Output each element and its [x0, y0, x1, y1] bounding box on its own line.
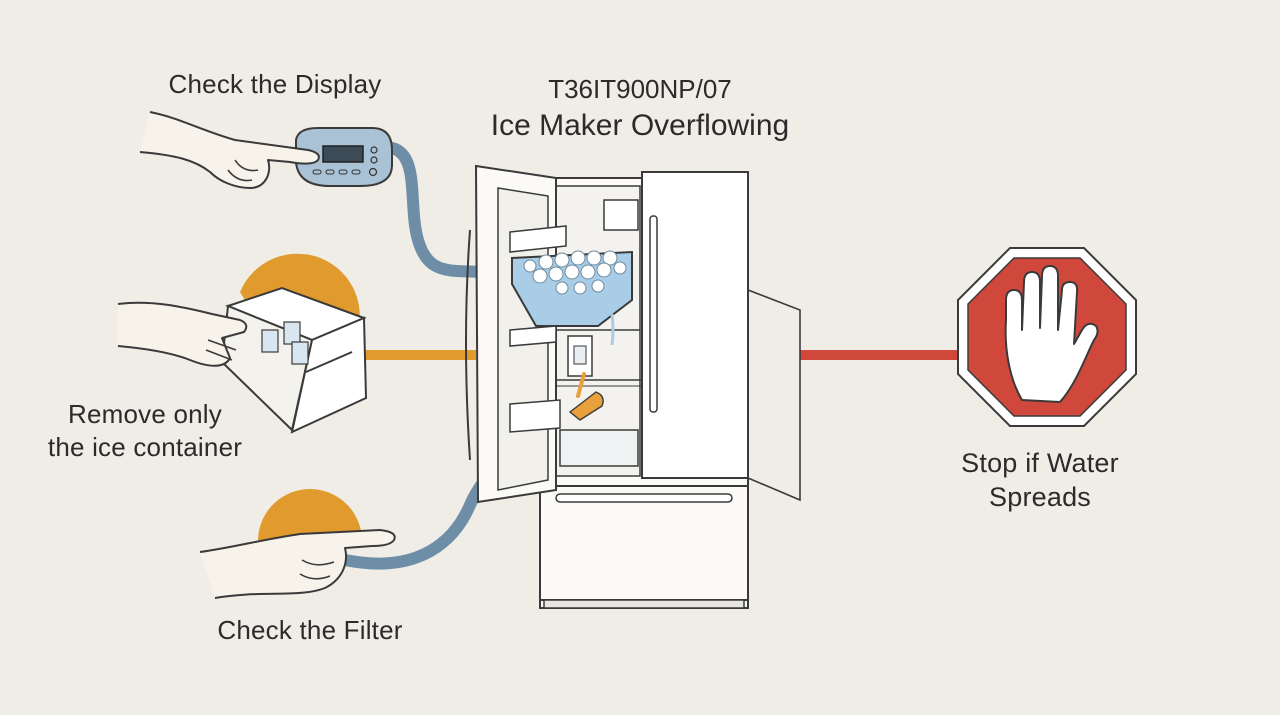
refrigerator-icon: [465, 164, 801, 609]
remove-container-illustration: [117, 253, 368, 434]
drawer-connector: [358, 350, 476, 360]
step-stop-line1: Stop if Water: [961, 448, 1119, 478]
control-panel-icon: [295, 127, 393, 187]
ice-drawer-icon: [220, 286, 368, 434]
filter-highlight: [258, 489, 363, 542]
display-connector: [386, 142, 484, 278]
title-block: T36IT900NP/07 Ice Maker Overflowing: [440, 74, 840, 145]
check-display-illustration: [139, 111, 393, 189]
step-remove-container-line1: Remove only: [68, 399, 222, 429]
check-filter-illustration: [199, 489, 396, 599]
step-check-display-text: Check the Display: [168, 69, 382, 99]
step-stop-label: Stop if Water Spreads: [940, 447, 1140, 515]
stop-sign-icon: [957, 247, 1137, 427]
step-check-filter-label: Check the Filter: [200, 614, 420, 647]
step-stop-line2: Spreads: [989, 481, 1091, 512]
hand-pointing-icon: [199, 529, 396, 599]
hand-holding-icon: [117, 301, 248, 367]
step-check-filter-text: Check the Filter: [217, 615, 403, 645]
hand-pointing-icon: [139, 111, 320, 189]
step-remove-container-line2: the ice container: [47, 431, 243, 462]
stop-connector: [800, 350, 960, 360]
diagram-title: Ice Maker Overflowing: [490, 109, 790, 143]
model-number: T36IT900NP/07: [548, 74, 732, 104]
step-check-display-label: Check the Display: [160, 68, 390, 101]
raised-hand-icon: [1004, 265, 1099, 403]
step-remove-container-label: Remove only the ice container: [40, 398, 250, 463]
